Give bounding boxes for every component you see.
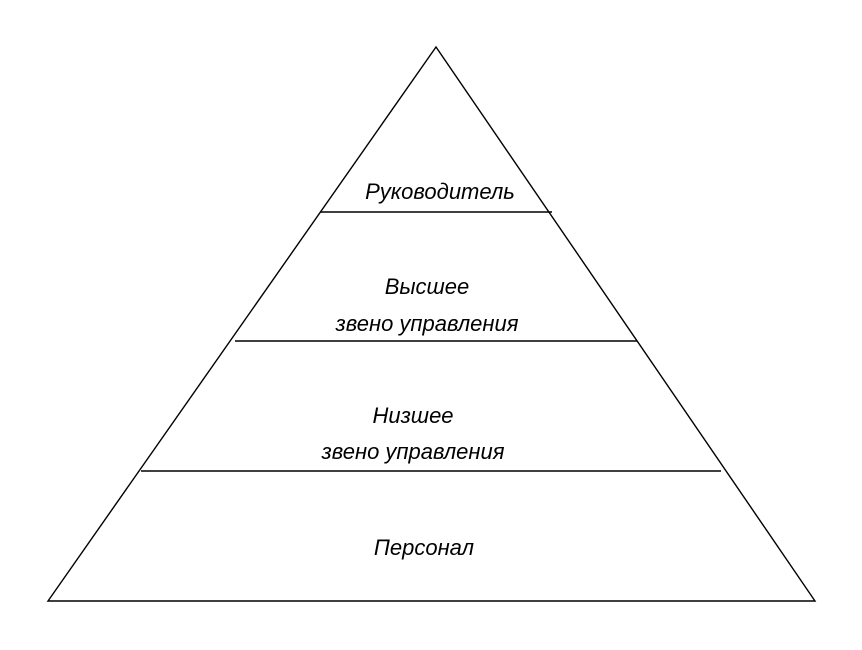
level-label-upper-line2: звено управления — [335, 311, 519, 336]
pyramid-outline — [46, 45, 817, 602]
level-label-upper-line1: Высшее — [385, 274, 470, 299]
level-label-lower-line2: звено управления — [321, 439, 505, 464]
level-label-lower-line1: Низшее — [372, 403, 453, 428]
level-label-manager: Руководитель — [365, 179, 515, 204]
level-label-staff: Персонал — [374, 535, 474, 560]
